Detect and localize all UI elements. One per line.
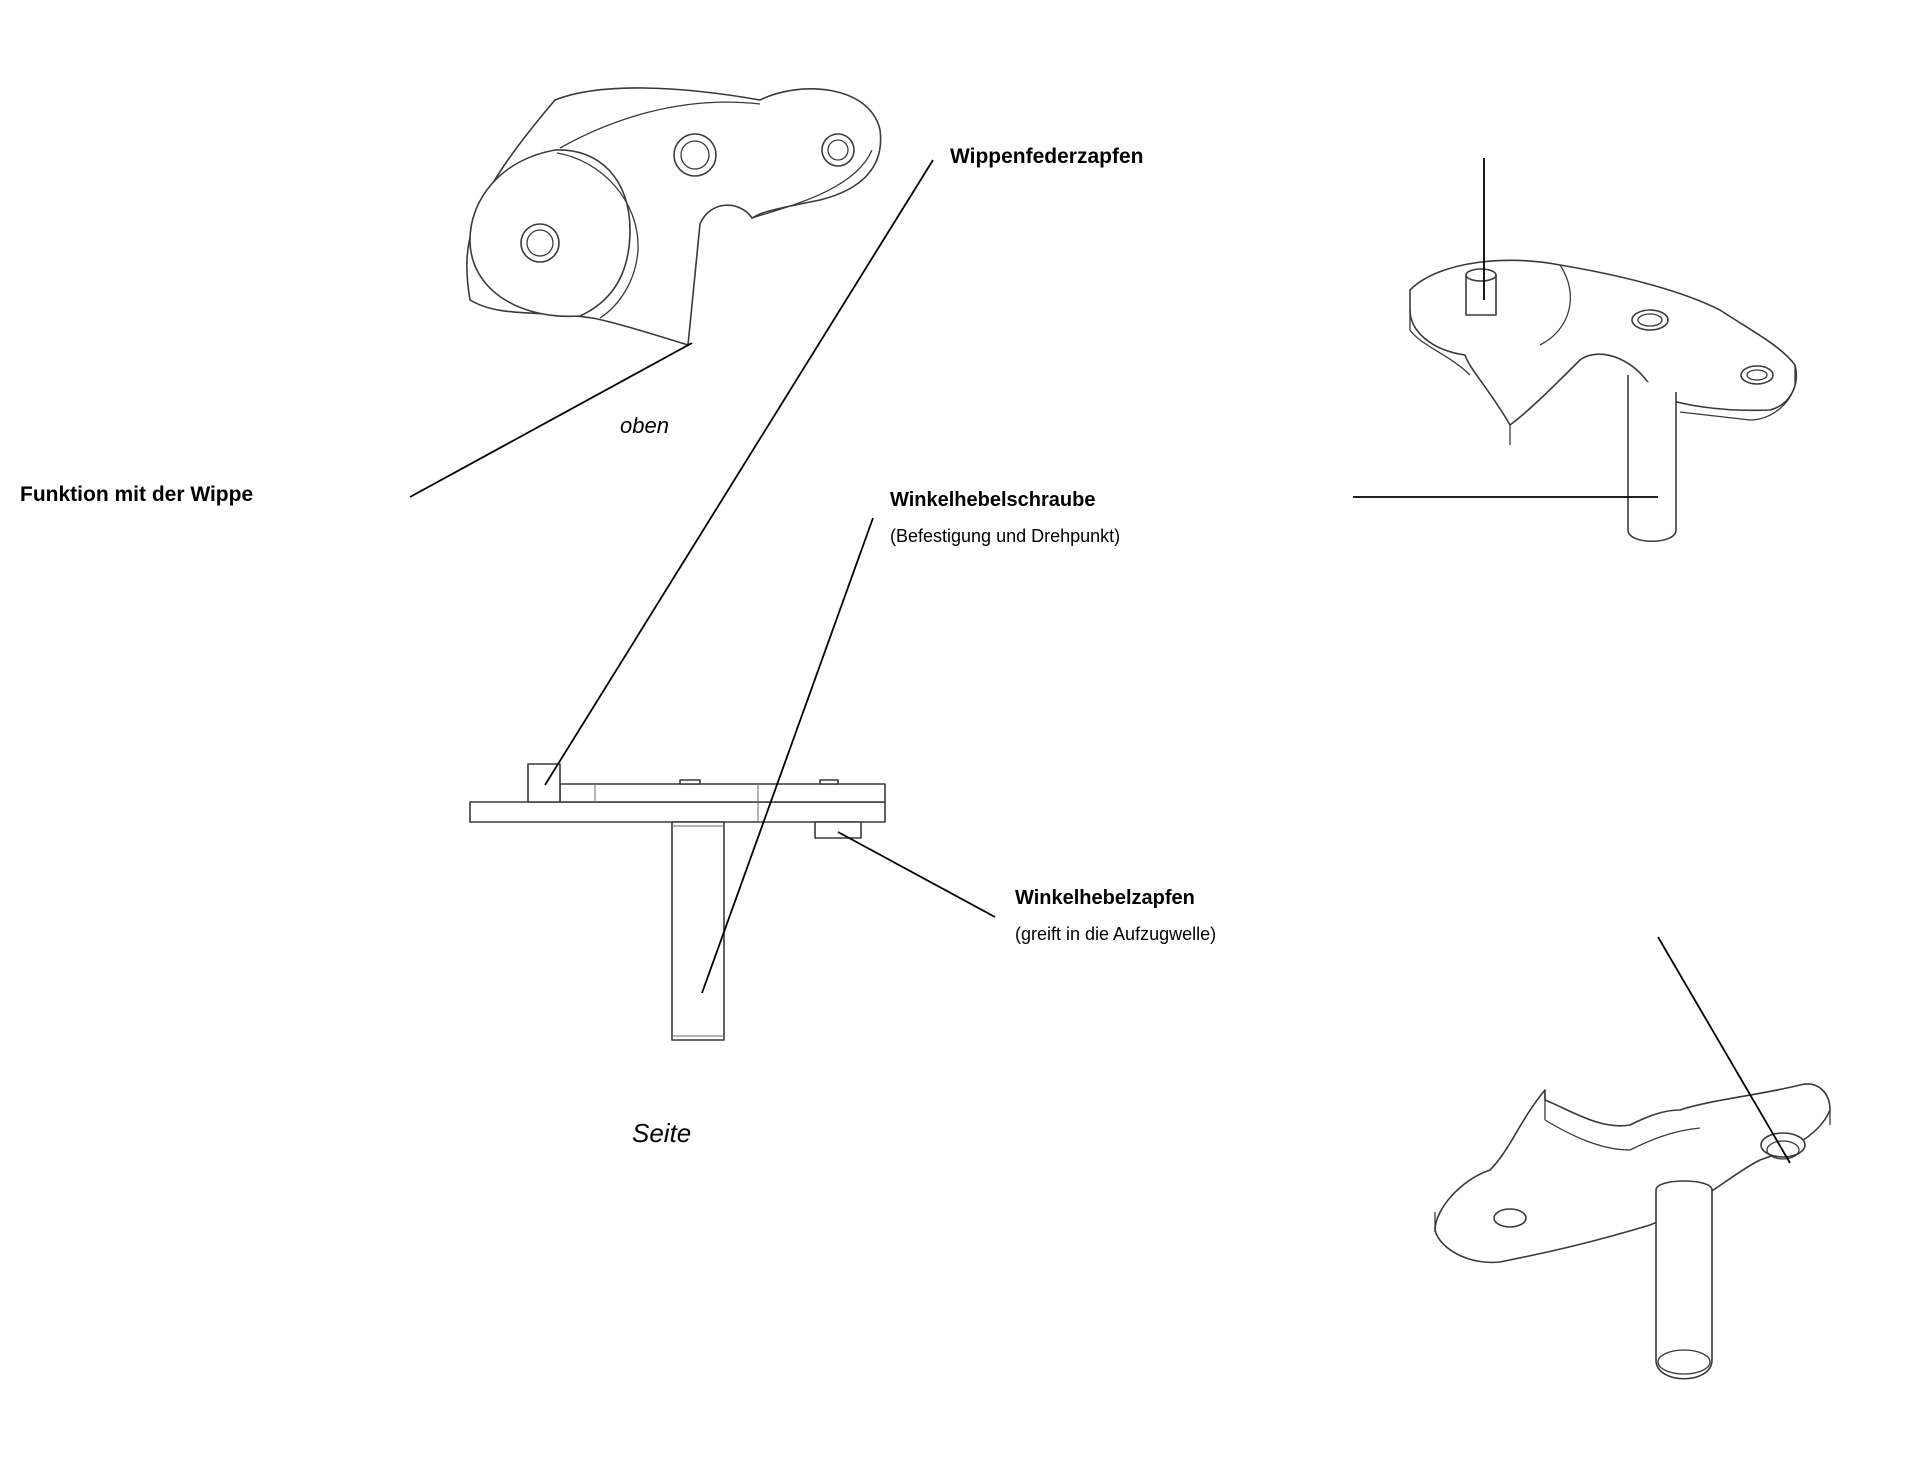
iso2-lever-pin — [1760, 1132, 1806, 1158]
iso-view-bottom — [1434, 1083, 1831, 1380]
label-befestigung: (Befestigung und Drehpunkt) — [890, 526, 1121, 546]
iso-view-top — [1409, 259, 1797, 542]
hole-top-middle — [673, 133, 717, 177]
label-winkelhebelzapfen: Winkelhebelzapfen — [1015, 887, 1195, 909]
iso1-screw-shaft — [1627, 375, 1677, 542]
label-oben: oben — [620, 413, 669, 438]
leader-winkelhebelzapfen — [837, 831, 996, 918]
hole-top-right — [821, 133, 855, 167]
label-funktion-mit-der-wippe: Funktion mit der Wippe — [20, 483, 254, 506]
label-winkelhebelschraube: Winkelhebelschraube — [890, 489, 1096, 511]
label-aufzugwelle: (greift in die Aufzugwelle) — [1015, 924, 1217, 944]
top-view-part — [466, 87, 882, 346]
side-lever-pin — [814, 821, 862, 839]
iso2-screw-shaft — [1655, 1180, 1713, 1380]
leader-iso2-pin — [1657, 936, 1791, 1164]
leader-winkelhebelschraube — [701, 517, 874, 994]
label-seite: Seite — [632, 1118, 692, 1148]
side-view-part — [469, 763, 886, 1041]
side-screw-shaft — [671, 821, 725, 1041]
leader-funktion — [409, 342, 693, 498]
label-wippenfederzapfen: Wippenfederzapfen — [950, 145, 1144, 168]
leader-lines — [409, 158, 1791, 1164]
leader-wippenfederzapfen — [544, 159, 934, 786]
